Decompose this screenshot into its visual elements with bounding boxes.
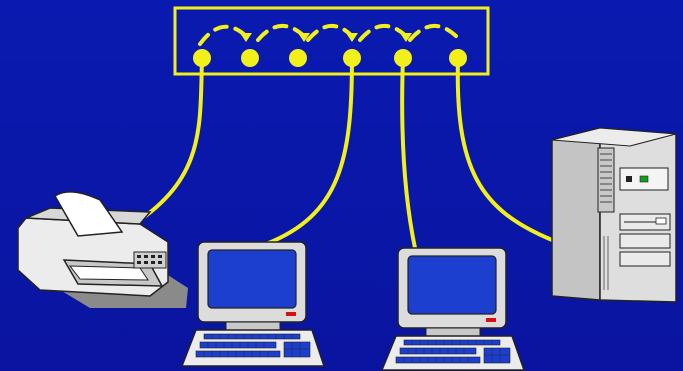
hub-arrowheads — [240, 33, 412, 42]
cables — [126, 56, 554, 250]
screen — [407, 255, 497, 315]
hub-ports — [193, 49, 467, 67]
tower-server-icon — [551, 127, 677, 303]
workstation-left — [180, 241, 326, 367]
desktop-computer-icon — [380, 247, 526, 371]
hub-box — [173, 6, 490, 76]
server — [551, 127, 677, 303]
workstation-right — [380, 247, 526, 371]
cable-server — [455, 56, 554, 242]
hub-port-3 — [289, 49, 307, 67]
cable-workstation-left — [264, 56, 354, 246]
cable-printer — [126, 56, 204, 230]
desktop-computer-icon — [180, 241, 326, 367]
printer-icon — [17, 191, 188, 308]
cable-workstation-right — [400, 56, 417, 250]
screen — [207, 249, 297, 309]
hub-port-2 — [241, 49, 259, 67]
hub — [173, 6, 490, 76]
hub-internal-links — [198, 24, 458, 46]
